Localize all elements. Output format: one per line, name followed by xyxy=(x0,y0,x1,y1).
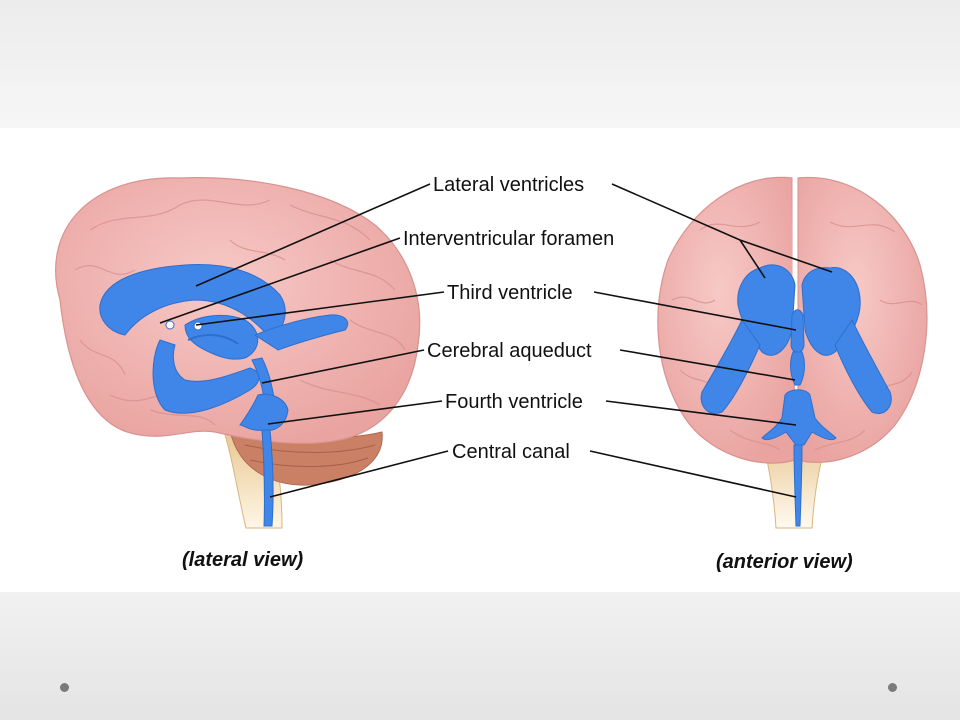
anterior-right-temporal-horn xyxy=(834,319,892,414)
caption-lateral-view: (lateral view) xyxy=(182,549,304,571)
anterior-brain xyxy=(657,176,928,529)
label-interventricular-foramen: Interventricular foramen xyxy=(403,228,614,250)
anterior-fourth-ventricle xyxy=(761,389,837,446)
slide-bullet-right xyxy=(888,683,897,692)
slide-top-band xyxy=(0,0,960,128)
label-central-canal: Central canal xyxy=(452,441,570,463)
anterior-aqueduct xyxy=(790,351,805,386)
anterior-ventricle-system xyxy=(700,264,892,527)
label-third-ventricle: Third ventricle xyxy=(447,282,573,304)
anterior-central-canal xyxy=(793,444,803,527)
anterior-left-temporal-horn xyxy=(700,319,761,414)
anterior-left-lateral-ventricle xyxy=(737,264,796,356)
leader-lines xyxy=(159,183,833,498)
label-fourth-ventricle: Fourth ventricle xyxy=(445,391,583,413)
lateral-brain xyxy=(55,177,421,529)
label-cerebral-aqueduct: Cerebral aqueduct xyxy=(427,340,592,362)
anterior-right-hemisphere xyxy=(797,176,928,463)
slide-bullet-left xyxy=(60,683,69,692)
anterior-left-hemisphere xyxy=(657,176,796,464)
temporal-horn-shape xyxy=(152,339,260,414)
lateral-ventricle-system xyxy=(99,264,349,527)
slide-bottom-band xyxy=(0,592,960,720)
central-canal-shape xyxy=(261,429,274,527)
posterior-horn-shape xyxy=(253,314,349,351)
caption-anterior-view: (anterior view) xyxy=(716,551,853,573)
anterior-third-ventricle xyxy=(790,309,805,353)
label-lateral-ventricles: Lateral ventricles xyxy=(433,174,584,196)
